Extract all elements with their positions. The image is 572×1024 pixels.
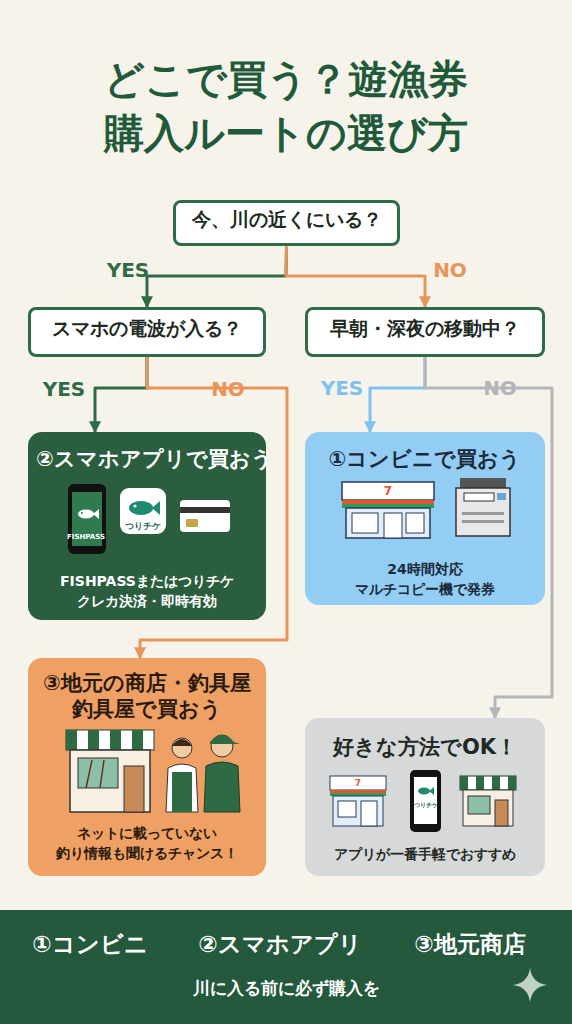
branch-label: YES xyxy=(107,258,150,282)
box-heading: 好きな方法でOK！ xyxy=(313,734,537,760)
branch-label: YES xyxy=(43,377,86,401)
flow-connector xyxy=(370,357,425,432)
result-box: 好きな方法でOK！ アプリが一番手軽でおすすめ xyxy=(305,718,545,876)
box-body: FISHPASSまたはつりチケ クレカ決済・即時有効 xyxy=(42,572,252,611)
branch-label: NO xyxy=(211,377,245,401)
box-body: 24時間対応 マルチコピー機で発券 xyxy=(325,560,525,599)
branch-label: YES xyxy=(321,376,364,400)
box-heading: ③地元の商店・釣具屋 釣具屋で買おう xyxy=(36,670,258,723)
app-name: つりチケ xyxy=(414,802,438,808)
decision-box: 今、川の近くにいる？ xyxy=(173,200,400,246)
flow-connector xyxy=(147,246,287,307)
footer-band: ①コンビニ ②スマホアプリ ③地元商店川に入る前に必ず購入を xyxy=(0,910,572,1024)
branch-label: NO xyxy=(483,376,517,400)
box-heading: 早朝・深夜の移動中？ xyxy=(313,317,537,341)
flow-connector xyxy=(95,357,147,432)
store-sign: 7 xyxy=(355,779,361,788)
app-name: つりチケ xyxy=(125,522,161,531)
box-body: ネットに載っていない 釣り情報も聞けるチャンス！ xyxy=(47,824,247,863)
box-body: アプリが一番手軽でおすすめ xyxy=(315,846,535,863)
box-body: 川に入る前に必ず購入を xyxy=(86,978,486,999)
decision-box: 早朝・深夜の移動中？ xyxy=(305,307,545,357)
decision-box: スマホの電波が入る？ xyxy=(28,307,266,357)
box-heading: スマホの電波が入る？ xyxy=(36,317,258,341)
branch-label: NO xyxy=(433,258,467,282)
app-name: FISHPASS xyxy=(67,534,105,541)
box-body: ②スマホアプリ xyxy=(185,930,375,959)
box-body: ③地元商店 xyxy=(390,930,550,959)
flow-connector xyxy=(286,246,425,307)
box-heading: ①コンビニで買おう xyxy=(313,446,537,472)
box-heading: ②スマホアプリで買おう xyxy=(36,446,258,472)
result-box: ③地元の商店・釣具屋 釣具屋で買おうネットに載っていない 釣り情報も聞けるチャン… xyxy=(28,658,266,876)
store-sign: 7 xyxy=(384,485,392,497)
diagram-title: どこで買う？遊漁券 購入ルートの選び方 xyxy=(16,52,556,160)
box-heading: ①コンビニ xyxy=(5,930,175,959)
result-box: ①コンビニで買おう 24時間対応 マルチコピー機で発券 xyxy=(305,432,545,605)
box-heading: 今、川の近くにいる？ xyxy=(181,208,392,232)
